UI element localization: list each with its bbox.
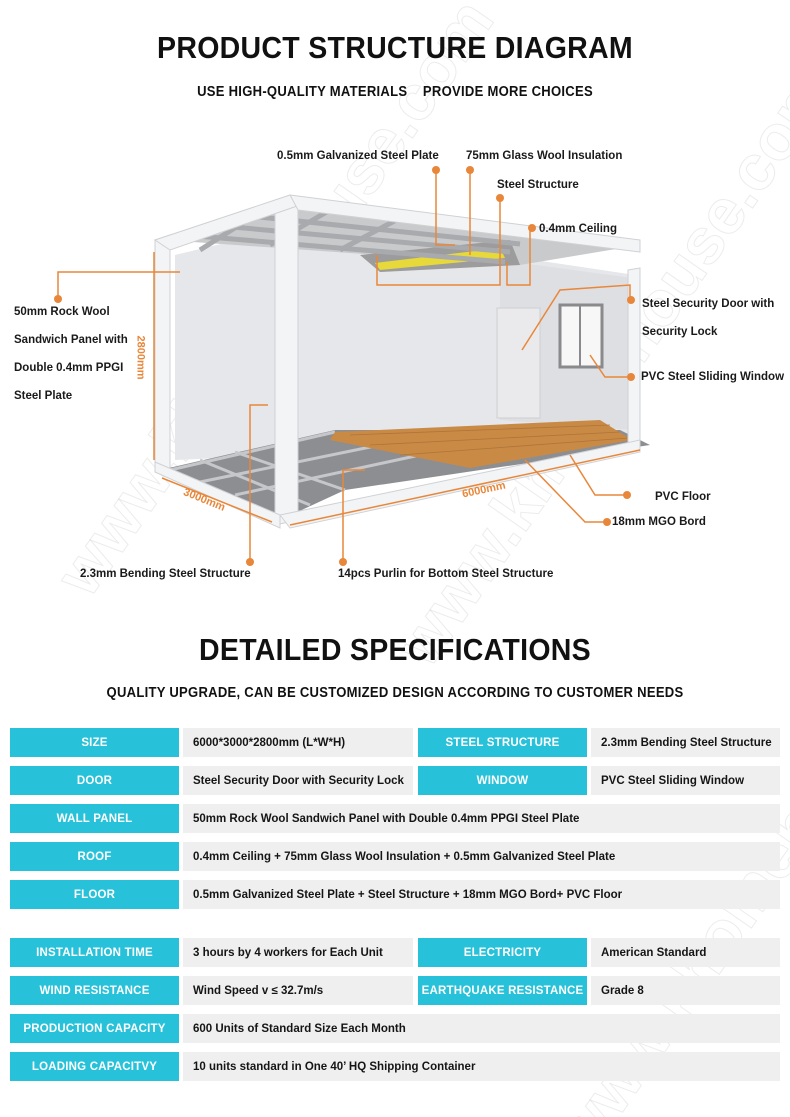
callout-glass-wool: 75mm Glass Wool Insulation [466, 150, 623, 162]
callout-purlin: 14pcs Purlin for Bottom Steel Structure [338, 568, 554, 580]
spec-row-installation: INSTALLATION TIME 3 hours by 4 workers f… [10, 938, 780, 967]
page-subtitle: USE HIGH-QUALITY MATERIALS PROVIDE MORE … [197, 84, 593, 100]
spec-label: WALL PANEL [10, 804, 179, 833]
spec-label: LOADING CAPACITVY [10, 1052, 179, 1081]
spec-value: Grade 8 [591, 976, 780, 1005]
container-house-illustration [54, 166, 650, 566]
spec-value: 2.3mm Bending Steel Structure [591, 728, 780, 757]
spec-row-roof: ROOF 0.4mm Ceiling + 75mm Glass Wool Ins… [10, 842, 780, 871]
callout-rock-wool: 50mm Rock Wool Sandwich Panel with Doubl… [14, 306, 128, 402]
spec-value: Wind Speed v ≤ 32.7m/s [183, 976, 413, 1005]
spec-label: STEEL STRUCTURE [418, 728, 587, 757]
spec-value: 600 Units of Standard Size Each Month [183, 1014, 780, 1043]
spec-label: EARTHQUAKE RESISTANCE [418, 976, 587, 1005]
spec-label: WIND RESISTANCE [10, 976, 179, 1005]
spec-value: 0.5mm Galvanized Steel Plate + Steel Str… [183, 880, 780, 909]
spec-value: 6000*3000*2800mm (L*W*H) [183, 728, 413, 757]
spec-row-wall-panel: WALL PANEL 50mm Rock Wool Sandwich Panel… [10, 804, 780, 833]
callout-steel-structure: Steel Structure [497, 179, 579, 191]
spec-label: FLOOR [10, 880, 179, 909]
spec-value: 50mm Rock Wool Sandwich Panel with Doubl… [183, 804, 780, 833]
spec-row-loading: LOADING CAPACITVY 10 units standard in O… [10, 1052, 780, 1081]
spec-row-production: PRODUCTION CAPACITY 600 Units of Standar… [10, 1014, 780, 1043]
specs-subtitle: QUALITY UPGRADE, CAN BE CUSTOMIZED DESIG… [106, 685, 684, 701]
spec-value: 3 hours by 4 workers for Each Unit [183, 938, 413, 967]
callout-pvc-floor: PVC Floor [655, 491, 711, 503]
spec-row-wind: WIND RESISTANCE Wind Speed v ≤ 32.7m/s E… [10, 976, 780, 1005]
spec-row-door: DOOR Steel Security Door with Security L… [10, 766, 780, 795]
spec-label: ROOF [10, 842, 179, 871]
spec-value: 0.4mm Ceiling + 75mm Glass Wool Insulati… [183, 842, 780, 871]
spec-row-floor: FLOOR 0.5mm Galvanized Steel Plate + Ste… [10, 880, 780, 909]
spec-label: WINDOW [418, 766, 587, 795]
spec-label: PRODUCTION CAPACITY [10, 1014, 179, 1043]
callout-window: PVC Steel Sliding Window [641, 371, 785, 383]
spec-label: DOOR [10, 766, 179, 795]
spec-value: PVC Steel Sliding Window [591, 766, 780, 795]
callout-ceiling: 0.4mm Ceiling [539, 223, 617, 235]
spec-label: INSTALLATION TIME [10, 938, 179, 967]
spec-value: Steel Security Door with Security Lock [183, 766, 413, 795]
spec-value: 10 units standard in One 40’ HQ Shipping… [183, 1052, 780, 1081]
spec-row-size: SIZE 6000*3000*2800mm (L*W*H) STEEL STRU… [10, 728, 780, 757]
callout-galvanized-plate: 0.5mm Galvanized Steel Plate [277, 150, 439, 162]
spec-label: SIZE [10, 728, 179, 757]
callout-door: Steel Security Door with Security Lock [642, 298, 775, 338]
specs-title: DETAILED SPECIFICATIONS [199, 632, 591, 667]
spec-value: American Standard [591, 938, 780, 967]
spec-label: ELECTRICITY [418, 938, 587, 967]
callout-bending-steel: 2.3mm Bending Steel Structure [80, 568, 251, 580]
page-title: PRODUCT STRUCTURE DIAGRAM [157, 30, 633, 65]
structure-diagram: 2800mm 3000mm 6000mm 0.5mm Galvanized St… [0, 130, 790, 600]
callout-mgo-board: 18mm MGO Bord [612, 516, 706, 528]
